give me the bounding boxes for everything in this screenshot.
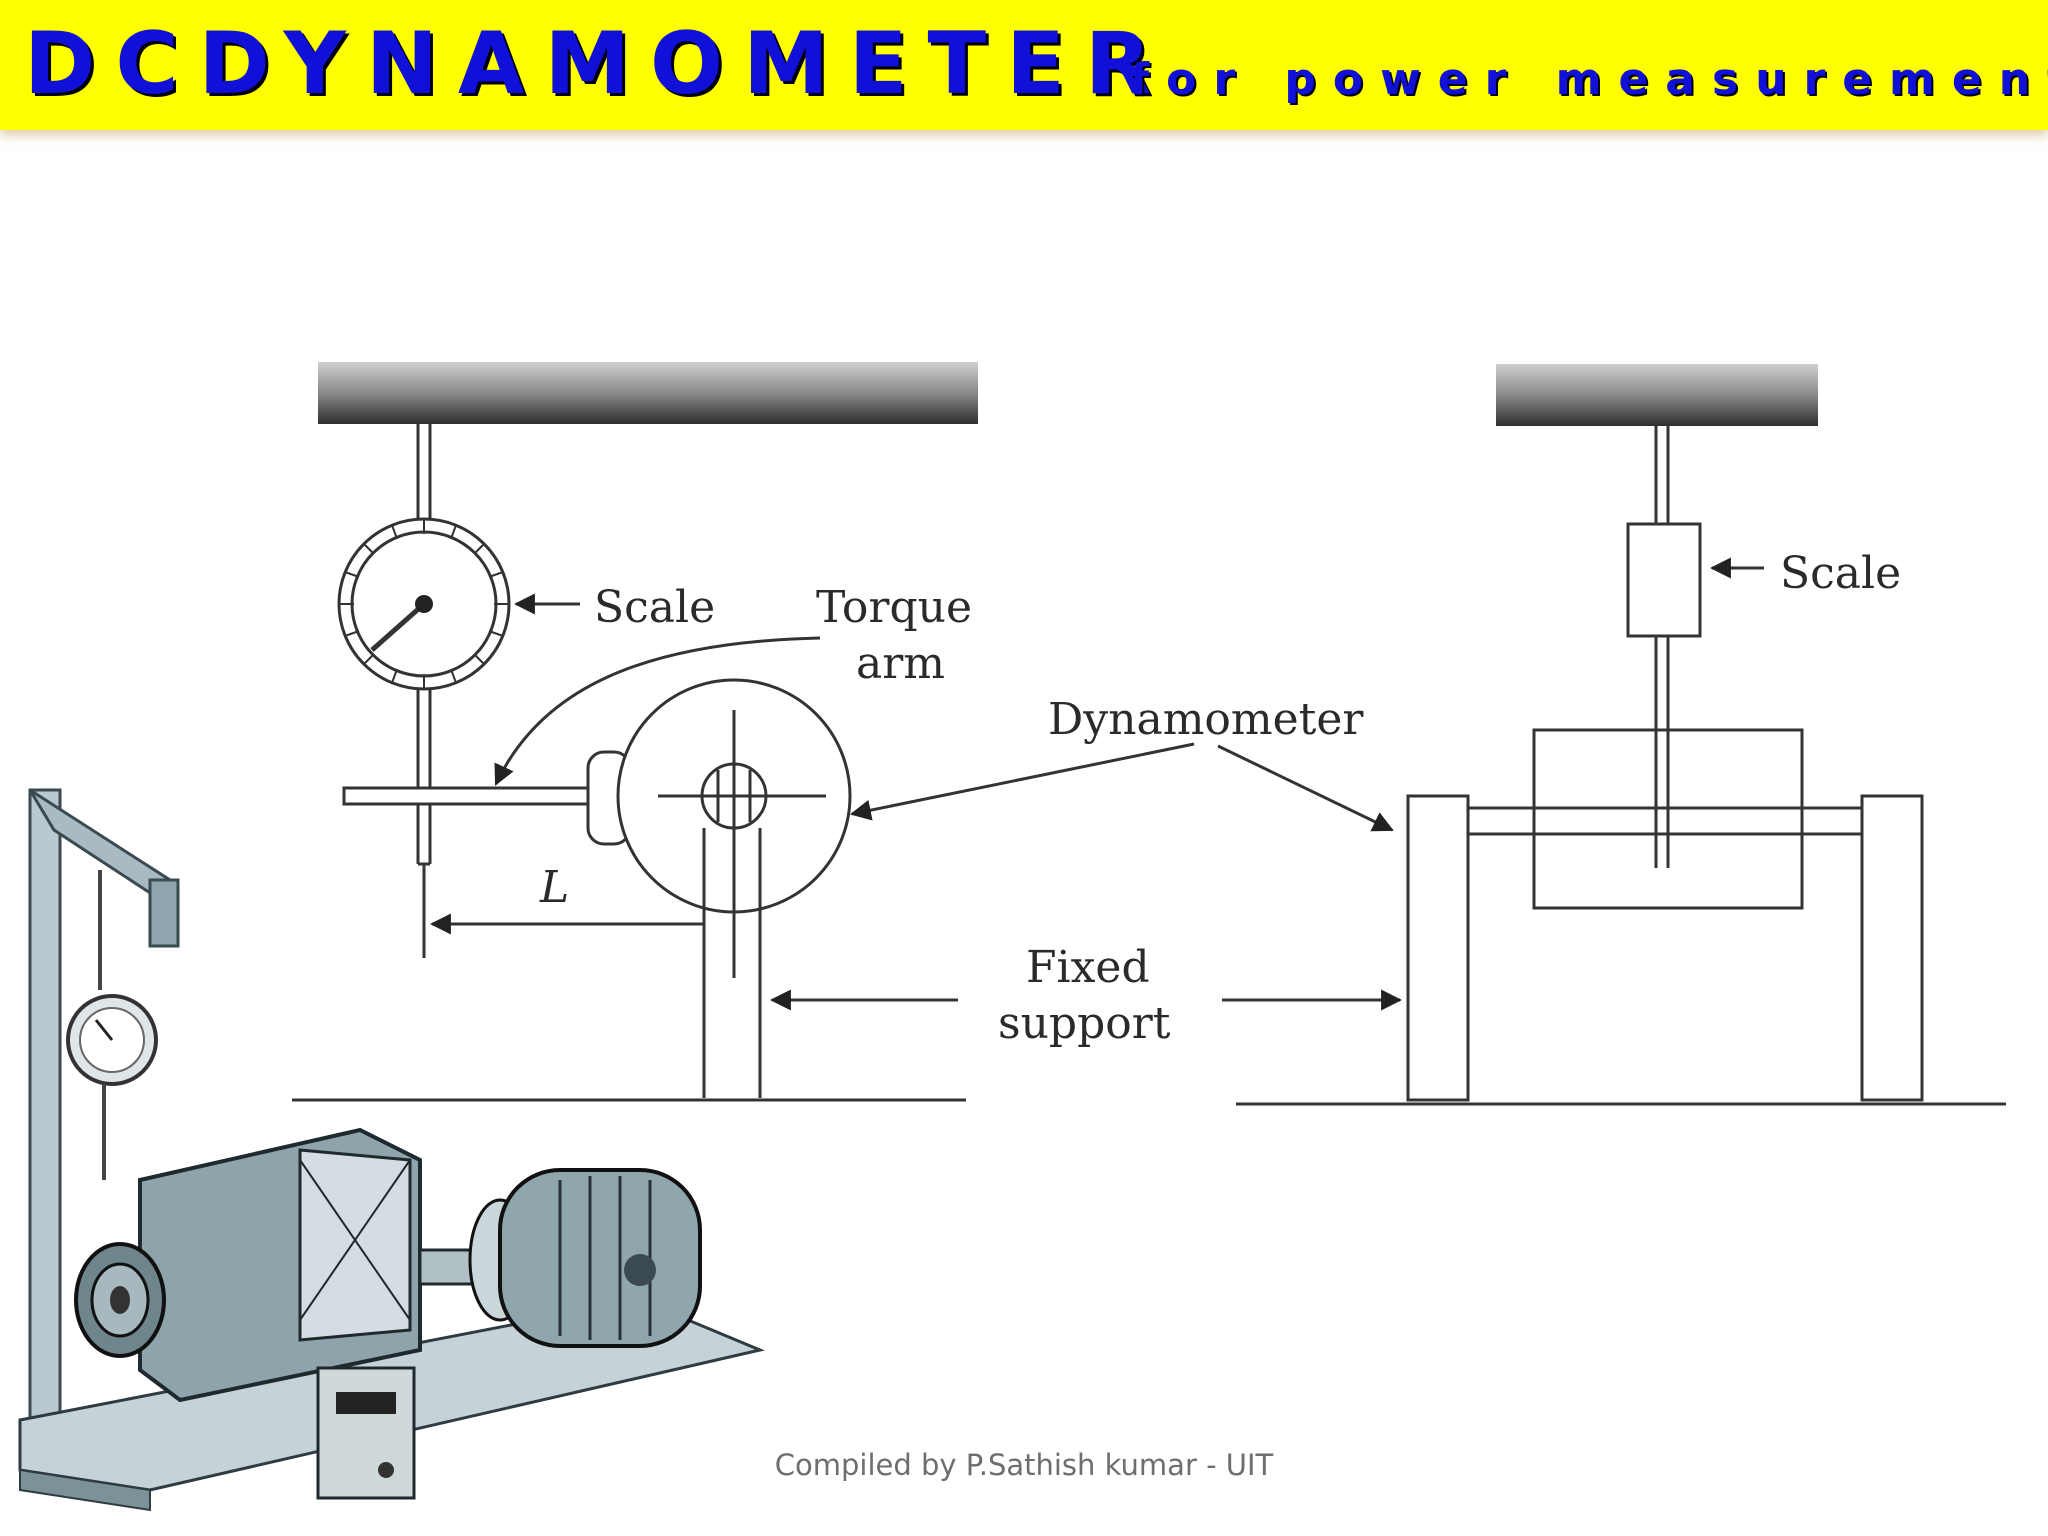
dynamometer-machine-illustration bbox=[18, 788, 765, 1512]
fixed-support-left-post bbox=[1406, 794, 1470, 1102]
dial-scale bbox=[337, 517, 511, 691]
label-scale-left: Scale bbox=[594, 582, 715, 633]
fixed-support-right-post bbox=[1860, 794, 1924, 1102]
dynamometer-motor bbox=[586, 678, 852, 978]
ceiling-bar-left bbox=[318, 362, 978, 424]
label-torque-line2: arm bbox=[856, 638, 945, 689]
label-scale-right: Scale bbox=[1780, 548, 1901, 599]
slide-subtitle: for power measurement bbox=[1130, 54, 2048, 105]
box-scale bbox=[1626, 522, 1702, 638]
label-torque-line1: Torque bbox=[816, 582, 972, 633]
label-fixed-line2: support bbox=[998, 998, 1171, 1049]
footer-credit: Compiled by P.Sathish kumar - UIT bbox=[774, 1448, 1274, 1482]
label-length: L bbox=[539, 862, 569, 913]
ceiling-bar-right bbox=[1496, 364, 1818, 426]
label-dynamometer: Dynamometer bbox=[1048, 694, 1364, 745]
label-fixed-line1: Fixed bbox=[1026, 942, 1150, 993]
slide-title: DCDYNAMOMETER bbox=[24, 14, 1172, 114]
title-bar: DCDYNAMOMETER for power measurement bbox=[0, 0, 2048, 130]
torque-arm bbox=[342, 786, 596, 806]
